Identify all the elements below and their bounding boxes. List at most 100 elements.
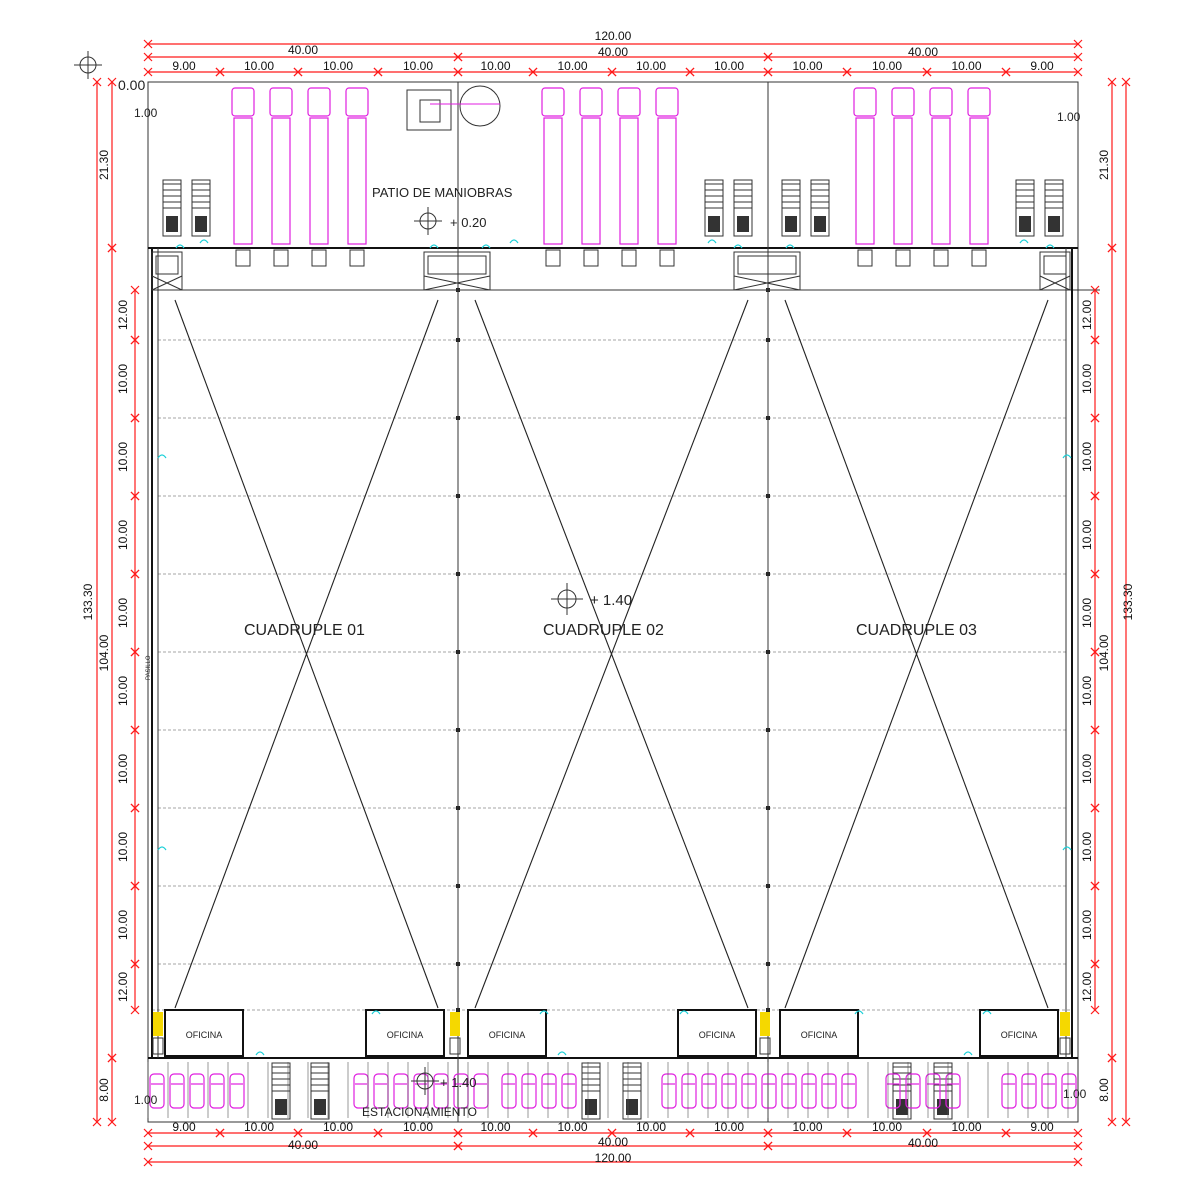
bracing-line bbox=[474, 299, 749, 1009]
structural-grid bbox=[152, 288, 1100, 1012]
small-truck-cab bbox=[1019, 216, 1031, 232]
dim-tick-b bbox=[1090, 725, 1100, 735]
dim-label: 10.00 bbox=[116, 676, 130, 706]
service-cross bbox=[423, 275, 491, 291]
parked-truck-icon bbox=[622, 1062, 642, 1120]
dim-tick bbox=[922, 1128, 932, 1138]
dim-tick bbox=[922, 67, 932, 77]
office-room: OFICINA bbox=[779, 1009, 859, 1057]
dim-label: 10.00 bbox=[714, 59, 744, 73]
dim-tick-b bbox=[528, 67, 538, 77]
dock-door bbox=[895, 249, 911, 267]
dim-tick bbox=[130, 491, 140, 501]
dim-tick-b bbox=[1001, 1128, 1011, 1138]
dim-tick bbox=[215, 67, 225, 77]
dim-tick bbox=[453, 1141, 463, 1151]
dim-tick bbox=[107, 1117, 117, 1127]
car-body bbox=[541, 1073, 557, 1109]
dim-tick bbox=[143, 1128, 153, 1138]
dim-tick-b bbox=[1121, 1117, 1131, 1127]
dim-tick bbox=[453, 67, 463, 77]
stair-icon bbox=[152, 1012, 164, 1055]
truck-trailer bbox=[969, 117, 989, 245]
door-swing-icon bbox=[1045, 244, 1055, 249]
dim-tick-b bbox=[130, 959, 140, 969]
dim-tick-b bbox=[293, 67, 303, 77]
dim-tick bbox=[1107, 243, 1117, 253]
door-swing-icon bbox=[481, 244, 491, 249]
dim-tick bbox=[107, 77, 117, 87]
truck-cab bbox=[345, 87, 369, 117]
office-wall bbox=[979, 1009, 1059, 1057]
car-body bbox=[209, 1073, 225, 1109]
car-body bbox=[945, 1073, 961, 1109]
dim-tick bbox=[763, 1141, 773, 1151]
door-swing-icon bbox=[175, 244, 185, 249]
pasillo-label: PASILLO bbox=[146, 655, 152, 680]
dim-label: 10.00 bbox=[1080, 832, 1094, 862]
dim-tick bbox=[1073, 39, 1083, 49]
dim-label: 10.00 bbox=[872, 1120, 902, 1134]
dim-label: 10.00 bbox=[1080, 520, 1094, 550]
truck-icon bbox=[655, 87, 679, 267]
dim-tick-b bbox=[130, 491, 140, 501]
door-swing-icon bbox=[255, 1051, 265, 1056]
truck-cab bbox=[967, 87, 991, 117]
dim-label: 10.00 bbox=[872, 59, 902, 73]
truck-cab bbox=[231, 87, 255, 117]
car-icon bbox=[821, 1073, 837, 1109]
car-icon bbox=[413, 1073, 429, 1109]
car-body bbox=[1041, 1073, 1057, 1109]
small-truck-cab bbox=[814, 216, 826, 232]
dim-tick-b bbox=[1090, 335, 1100, 345]
car-icon bbox=[229, 1073, 245, 1109]
car-body bbox=[721, 1073, 737, 1109]
parked-truck-cab bbox=[585, 1099, 597, 1115]
dim-tick-b bbox=[1073, 52, 1083, 62]
dim-label: 10.00 bbox=[1080, 598, 1094, 628]
dock-door bbox=[583, 249, 599, 267]
dim-tick bbox=[1073, 67, 1083, 77]
car-icon bbox=[841, 1073, 857, 1109]
car-icon bbox=[1041, 1073, 1057, 1109]
origin-marker-icon bbox=[74, 51, 102, 79]
dim-tick-b bbox=[1073, 1141, 1083, 1151]
truck-trailer bbox=[233, 117, 253, 245]
dim-tick bbox=[1073, 1141, 1083, 1151]
truck-trailer bbox=[855, 117, 875, 245]
stair-frame bbox=[449, 1037, 461, 1055]
truck-cab bbox=[891, 87, 915, 117]
dim-tick-b bbox=[1090, 491, 1100, 501]
parking-label: ESTACIONAMIENTO bbox=[362, 1105, 477, 1119]
dim-tick bbox=[1090, 413, 1100, 423]
office-label: OFICINA bbox=[387, 1030, 424, 1040]
dim-tick bbox=[1073, 52, 1083, 62]
car-icon bbox=[945, 1073, 961, 1109]
service-block bbox=[733, 251, 801, 291]
stair-frame bbox=[759, 1037, 771, 1055]
dim-tick bbox=[130, 647, 140, 657]
car-body bbox=[1061, 1073, 1077, 1109]
car-body bbox=[521, 1073, 537, 1109]
dim-tick-b bbox=[1073, 1157, 1083, 1167]
dim-tick-b bbox=[763, 1128, 773, 1138]
truck-layer bbox=[162, 87, 1064, 1120]
door-swing-icon bbox=[785, 244, 795, 249]
stair-fill bbox=[1060, 1012, 1070, 1036]
dim-label: 10.00 bbox=[323, 59, 353, 73]
car-body bbox=[353, 1073, 369, 1109]
dim-tick-b bbox=[215, 1128, 225, 1138]
dim-tick bbox=[1090, 803, 1100, 813]
truck-trailer bbox=[657, 117, 677, 245]
dim-tick-b bbox=[143, 1128, 153, 1138]
car-icon bbox=[501, 1073, 517, 1109]
car-icon bbox=[681, 1073, 697, 1109]
dim-tick bbox=[1090, 1005, 1100, 1015]
truck-cab bbox=[307, 87, 331, 117]
small-truck-icon bbox=[191, 179, 211, 237]
dock-door bbox=[933, 249, 949, 267]
truck-trailer bbox=[619, 117, 639, 245]
dim-tick-b bbox=[130, 335, 140, 345]
dim-label: 12.00 bbox=[116, 972, 130, 1002]
dim-tick-b bbox=[107, 243, 117, 253]
